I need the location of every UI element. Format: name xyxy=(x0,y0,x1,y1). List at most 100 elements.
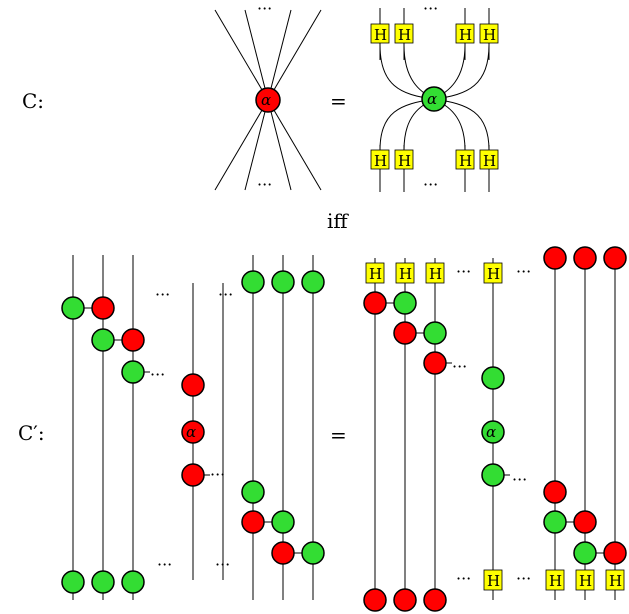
ellipsis: ··· xyxy=(157,555,172,574)
hadamard-box xyxy=(479,23,499,44)
hadamard-label: H xyxy=(549,572,562,590)
ellipsis-bottom-rhs: ··· xyxy=(423,175,438,194)
red-spider xyxy=(603,541,627,565)
hadamard-box xyxy=(455,149,475,170)
green-spider xyxy=(91,328,115,352)
ellipsis: ··· xyxy=(512,470,527,489)
green-spider xyxy=(423,321,447,345)
hadamard-box xyxy=(370,149,390,170)
green-spider xyxy=(301,541,325,565)
hadamard-label: H xyxy=(487,572,500,590)
red-spider xyxy=(393,588,417,612)
ellipsis: ··· xyxy=(150,365,165,384)
rule-c-prime-equals: = xyxy=(330,423,347,447)
green-spider xyxy=(393,291,417,315)
hadamard-label: H xyxy=(369,265,382,283)
ellipsis-bottom-lhs: ··· xyxy=(257,175,272,194)
hadamard-box xyxy=(370,23,390,44)
green-spider xyxy=(121,360,145,384)
green-spider xyxy=(543,510,567,534)
red-spider xyxy=(121,328,145,352)
hadamard-box xyxy=(605,569,625,591)
red-spider xyxy=(393,321,417,345)
green-spider xyxy=(481,420,505,444)
hadamard-label: H xyxy=(459,152,472,170)
rule-c-prime-lhs: α ··· ··· ··· ··· ··· ··· xyxy=(61,255,325,600)
ellipsis-top-lhs: ··· xyxy=(257,0,272,18)
red-spider-phase-label: α xyxy=(261,91,271,109)
hadamard-label: H xyxy=(374,26,387,44)
hadamard-label: H xyxy=(609,572,622,590)
green-spider xyxy=(271,510,295,534)
spider-phase-label: α xyxy=(186,423,196,441)
red-spider xyxy=(603,246,627,270)
ellipsis: ··· xyxy=(155,285,170,304)
ellipsis: ··· xyxy=(456,262,471,281)
green-spider xyxy=(61,296,85,320)
red-spider xyxy=(423,588,447,612)
red-spider xyxy=(91,296,115,320)
red-spider xyxy=(181,420,205,444)
hadamard-label: H xyxy=(483,152,496,170)
ellipsis: ··· xyxy=(215,555,230,574)
hadamard-box xyxy=(545,569,565,591)
red-spider xyxy=(363,588,387,612)
hadamard-box xyxy=(455,23,475,44)
green-spider xyxy=(121,570,145,594)
hadamard-label: H xyxy=(483,26,496,44)
hadamard-label: H xyxy=(398,152,411,170)
hadamard-box xyxy=(425,262,445,284)
red-spider xyxy=(241,510,265,534)
green-alpha-spider xyxy=(421,86,447,112)
green-spider-phase-label: α xyxy=(427,90,437,108)
rule-c-equals: = xyxy=(330,89,347,113)
green-spider xyxy=(271,270,295,294)
green-spider xyxy=(301,270,325,294)
rule-c-label: C: xyxy=(22,89,44,113)
hadamard-box xyxy=(394,149,414,170)
red-spider xyxy=(543,480,567,504)
hadamard-box xyxy=(394,23,414,44)
hadamard-label: H xyxy=(398,26,411,44)
green-spider xyxy=(573,541,597,565)
ellipsis: ··· xyxy=(210,465,225,484)
spider-phase-label: α xyxy=(486,423,496,441)
red-spider xyxy=(543,246,567,270)
red-spider xyxy=(181,373,205,397)
ellipsis: ··· xyxy=(218,285,233,304)
red-spider xyxy=(363,291,387,315)
ellipsis: ··· xyxy=(516,262,531,281)
red-spider xyxy=(181,463,205,487)
red-spider xyxy=(271,541,295,565)
hadamard-label: H xyxy=(459,26,472,44)
ellipsis: ··· xyxy=(456,569,471,588)
hadamard-box xyxy=(365,262,385,284)
green-spider xyxy=(241,270,265,294)
green-spider xyxy=(481,366,505,390)
green-spider xyxy=(241,480,265,504)
ellipsis-top-rhs: ··· xyxy=(423,0,438,18)
ellipsis: ··· xyxy=(452,357,467,376)
hadamard-label: H xyxy=(399,265,412,283)
red-spider xyxy=(573,246,597,270)
iff-label: iff xyxy=(327,209,349,233)
hadamard-box xyxy=(479,149,499,170)
hadamard-label: H xyxy=(579,572,592,590)
hadamard-box xyxy=(575,569,595,591)
rule-c-lhs: ··· ··· α xyxy=(214,0,322,194)
rule-c-rhs: H H H H H H H H ··· ··· α xyxy=(370,0,499,194)
green-spider xyxy=(61,570,85,594)
rule-c-prime-label: C′: xyxy=(18,421,45,445)
green-spider xyxy=(91,570,115,594)
hadamard-box xyxy=(395,262,415,284)
red-alpha-spider xyxy=(255,87,281,113)
green-spider xyxy=(481,463,505,487)
hadamard-box xyxy=(483,262,503,284)
hadamard-label: H xyxy=(487,265,500,283)
ellipsis: ··· xyxy=(516,569,531,588)
red-spider xyxy=(573,510,597,534)
hadamard-box xyxy=(483,569,503,591)
